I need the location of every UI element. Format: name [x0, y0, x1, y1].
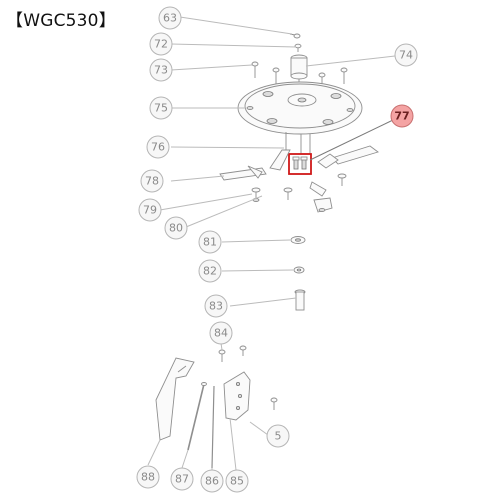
callout-5: 5 — [266, 424, 290, 448]
callout-73: 73 — [149, 58, 173, 82]
svg-text:63: 63 — [163, 12, 177, 25]
svg-text:73: 73 — [154, 64, 168, 77]
part-87-rod — [187, 382, 207, 451]
callout-78: 78 — [140, 169, 164, 193]
svg-text:77: 77 — [394, 110, 409, 123]
svg-text:84: 84 — [214, 327, 228, 340]
part-74-bushing — [290, 54, 308, 90]
part-80-hub — [313, 197, 333, 213]
svg-text:78: 78 — [145, 175, 159, 188]
highlight-box — [288, 153, 312, 175]
callout-79: 79 — [138, 198, 162, 222]
callout-77: 77 — [390, 104, 414, 128]
callout-74: 74 — [394, 43, 418, 67]
callout-76: 76 — [146, 135, 170, 159]
svg-text:75: 75 — [154, 102, 168, 115]
svg-text:5: 5 — [275, 430, 282, 443]
diagram-title: 【WGC530】 — [6, 11, 116, 31]
svg-text:81: 81 — [203, 236, 217, 249]
callout-85: 85 — [225, 469, 249, 493]
part-83-shaft — [294, 289, 306, 311]
callout-72: 72 — [149, 32, 173, 56]
callout-63: 63 — [158, 6, 182, 30]
callout-83: 83 — [204, 294, 228, 318]
svg-text:74: 74 — [399, 49, 413, 62]
part-75-cutter-disc — [237, 81, 363, 135]
part-82-nut — [293, 266, 305, 274]
callout-75: 75 — [149, 96, 173, 120]
svg-text:88: 88 — [141, 471, 155, 484]
callout-84: 84 — [209, 321, 233, 345]
part-88-bracket — [155, 357, 195, 441]
svg-text:83: 83 — [209, 300, 223, 313]
part-77-fastener-set — [288, 153, 312, 175]
svg-text:79: 79 — [143, 204, 157, 217]
part-85-bracket — [223, 371, 251, 421]
part-76-pins — [285, 132, 311, 154]
callout-80: 80 — [164, 216, 188, 240]
callout-82: 82 — [198, 259, 222, 283]
callout-86: 86 — [200, 469, 224, 493]
svg-text:80: 80 — [169, 222, 183, 235]
svg-text:82: 82 — [203, 265, 217, 278]
part-72-screw — [294, 43, 302, 52]
callout-81: 81 — [198, 230, 222, 254]
svg-text:86: 86 — [205, 475, 219, 488]
part-63-pin — [289, 33, 301, 39]
part-5-screw — [270, 397, 278, 410]
part-73-bolts — [251, 61, 348, 88]
svg-text:85: 85 — [230, 475, 244, 488]
part-84-screws — [218, 345, 247, 362]
part-86-rod — [211, 385, 215, 469]
callout-87: 87 — [170, 467, 194, 491]
svg-text:76: 76 — [151, 141, 165, 154]
part-81-washer — [290, 236, 306, 244]
svg-text:87: 87 — [175, 473, 189, 486]
svg-text:72: 72 — [154, 38, 168, 51]
part-blades — [219, 145, 379, 197]
part-79-bolts — [251, 173, 347, 202]
callout-88: 88 — [136, 465, 160, 489]
